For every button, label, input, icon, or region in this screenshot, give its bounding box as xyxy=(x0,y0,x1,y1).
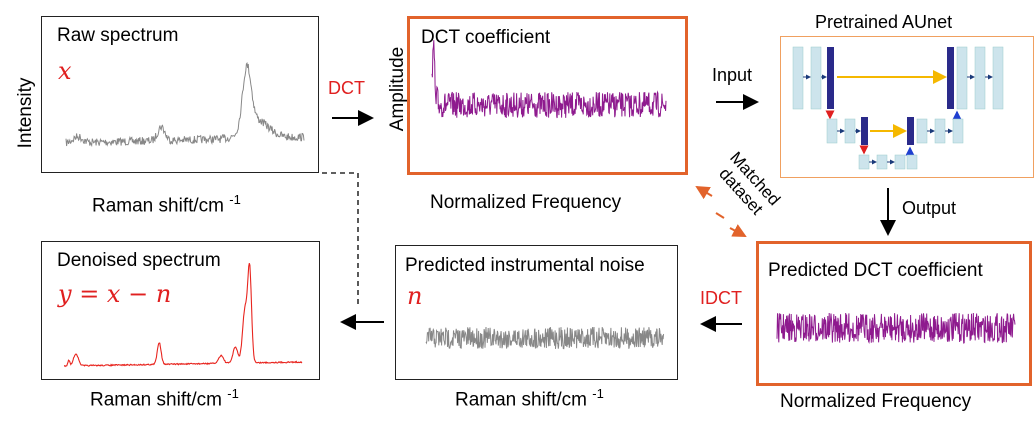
raw-spectrum-symbol: x xyxy=(58,57,72,85)
dct-coefficient-panel: DCT coefficient xyxy=(407,16,688,175)
predicted-dct-panel: Predicted DCT coefficient xyxy=(756,241,1032,386)
aunet-block xyxy=(810,46,822,110)
raw-spectrum-plot xyxy=(65,62,305,148)
output-step-label: Output xyxy=(902,198,957,218)
aunet-diagram xyxy=(792,46,1004,170)
raw-spectrum-panel: Raw spectrum x xyxy=(41,16,319,173)
dct-coefficient-xlabel: Normalized Frequency xyxy=(430,192,622,213)
predicted-dct-xlabel: Normalized Frequency xyxy=(780,391,972,412)
dashed-connector xyxy=(322,172,359,306)
denoised-spectrum-xlabel: Raman shift/cm -1 xyxy=(90,386,239,411)
input-step-label: Input xyxy=(712,65,753,85)
aunet-block xyxy=(907,117,914,145)
idct-step-label: IDCT xyxy=(700,288,742,308)
raw-xlabel-text: Raman shift/cm xyxy=(92,195,224,217)
dct-coefficient-line xyxy=(431,40,667,119)
predicted-noise-xlabel: Raman shift/cm -1 xyxy=(455,386,604,411)
dct-step-label: DCT xyxy=(328,78,365,98)
predicted-noise-title: Predicted instrumental noise xyxy=(405,255,645,276)
aunet-block xyxy=(906,154,918,170)
matched-dataset-dash xyxy=(715,212,725,219)
raw-spectrum-title: Raw spectrum xyxy=(57,25,179,46)
predicted-dct-title: Predicted DCT coefficient xyxy=(768,260,983,281)
aunet-block xyxy=(827,47,834,109)
aunet-block xyxy=(947,47,954,109)
predicted-noise-plot xyxy=(425,326,665,350)
noise-xlabel-sup: -1 xyxy=(592,386,604,401)
aunet-block xyxy=(992,46,1004,110)
denoised-spectrum-plot xyxy=(63,263,303,368)
aunet-title: Pretrained AUnet xyxy=(815,12,953,32)
aunet-block xyxy=(974,46,986,110)
predicted-dct-line xyxy=(776,312,1016,344)
predicted-dct-plot xyxy=(776,312,1016,344)
denoised-spectrum-equation: y = x − n xyxy=(58,280,172,308)
aunet-block xyxy=(956,46,968,110)
dct-coefficient-plot xyxy=(431,40,667,119)
aunet-block xyxy=(861,117,868,145)
predicted-noise-symbol: n xyxy=(407,282,423,310)
dct-coefficient-title: DCT coefficient xyxy=(421,27,551,48)
predicted-noise-panel: Predicted instrumental noise n xyxy=(395,245,678,380)
denoised-spectrum-panel: Denoised spectrum y = x − n xyxy=(41,241,320,380)
den-xlabel-text: Raman shift/cm xyxy=(90,389,222,411)
denoised-spectrum-line xyxy=(63,263,303,368)
raw-xlabel-sup: -1 xyxy=(229,192,241,207)
matched-dataset-arrow-up xyxy=(695,185,713,200)
matched-dataset-arrow-down xyxy=(729,224,747,237)
aunet-block xyxy=(792,46,804,110)
den-xlabel-sup: -1 xyxy=(227,386,239,401)
raw-spectrum-line xyxy=(65,62,305,148)
denoised-spectrum-title: Denoised spectrum xyxy=(57,250,221,271)
raw-spectrum-xlabel: Raman shift/cm -1 xyxy=(92,192,241,217)
noise-xlabel-text: Raman shift/cm xyxy=(455,389,587,411)
aunet-block xyxy=(952,118,964,144)
aunet-block xyxy=(894,154,906,170)
predicted-noise-line xyxy=(425,326,665,350)
aunet-panel xyxy=(780,36,1034,178)
